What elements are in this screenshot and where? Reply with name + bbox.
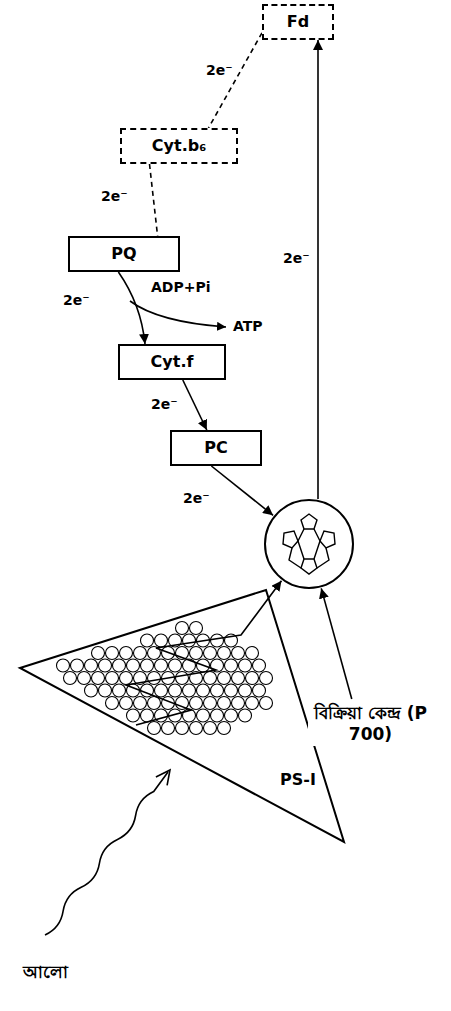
- reaction-center-circle: [263, 498, 355, 590]
- electron-flow-arrow: [183, 380, 207, 430]
- photosystem-triangle: PS-I: [16, 560, 351, 845]
- edge-label: 2e⁻: [205, 62, 234, 79]
- carrier-label: Cyt.b₆: [152, 136, 206, 155]
- edge-label: 2e⁻: [282, 250, 311, 267]
- electron-flow-arrow: [209, 33, 263, 128]
- carrier-label: PC: [204, 438, 227, 457]
- carrier-box: Cyt.b₆: [120, 128, 238, 164]
- free-label: আলো: [22, 962, 69, 982]
- edge-label: 2e⁻: [100, 188, 129, 205]
- edge-label: 2e⁻: [182, 490, 211, 507]
- light-arrowhead: [156, 770, 170, 785]
- electron-flow-arrow: [211, 466, 273, 515]
- light-wave: [45, 772, 168, 935]
- photosystem-outline: [16, 560, 351, 845]
- antenna-pigments: [57, 622, 273, 735]
- carrier-label: PQ: [111, 244, 136, 263]
- carrier-box: Cyt.f: [118, 344, 226, 380]
- electron-flow-arrow: [317, 40, 319, 499]
- edge-label: 2e⁻: [62, 292, 91, 309]
- free-label: ATP: [232, 318, 264, 335]
- reaction-center: বিক্রিয়া কেন্দ্র (P 700): [263, 498, 355, 590]
- photosystem-label: PS-I: [278, 770, 318, 790]
- carrier-box: PC: [170, 430, 262, 466]
- carrier-label: Fd: [287, 12, 309, 31]
- electron-flow-arrow: [118, 272, 145, 344]
- chlorophyll-symbol: [283, 514, 335, 574]
- edge-label: 2e⁻: [150, 396, 179, 413]
- free-label: ADP+Pi: [150, 279, 212, 296]
- carrier-box: PQ: [68, 236, 180, 272]
- carrier-label: Cyt.f: [151, 352, 194, 371]
- phosphorylation-arrow: [130, 301, 226, 327]
- leader-line: [321, 588, 352, 699]
- electron-flow-arrow: [150, 164, 158, 236]
- reaction-center-label: বিক্রিয়া কেন্দ্র (P 700): [308, 703, 433, 746]
- carrier-box: Fd: [262, 4, 334, 40]
- electron-flow-arrow: [126, 581, 281, 725]
